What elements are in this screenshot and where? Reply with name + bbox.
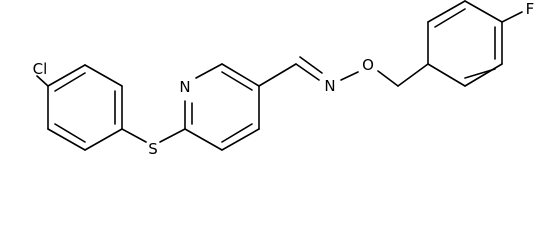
sulfur-atom-label: S: [148, 140, 158, 158]
fluoro-substituent: F: [501, 0, 535, 23]
thioether-bridge: S: [121, 128, 186, 158]
imine-nitrogen-label: N: [324, 77, 335, 95]
pyridine-ring: N: [179, 63, 260, 151]
fluorophenyl-ring: [427, 0, 503, 87]
chloro-substituent: Cl: [33, 60, 49, 87]
oxime-oxygen-label: O: [362, 56, 374, 74]
fluorine-atom-label: F: [526, 0, 535, 18]
chlorine-atom-label: Cl: [33, 60, 48, 78]
pyridine-nitrogen-label: N: [179, 78, 190, 96]
chlorophenyl-ring: [47, 64, 123, 151]
chemical-structure-diagram: Cl S N N O: [33, 0, 535, 158]
oxime-ether-linker: N O: [258, 56, 429, 95]
